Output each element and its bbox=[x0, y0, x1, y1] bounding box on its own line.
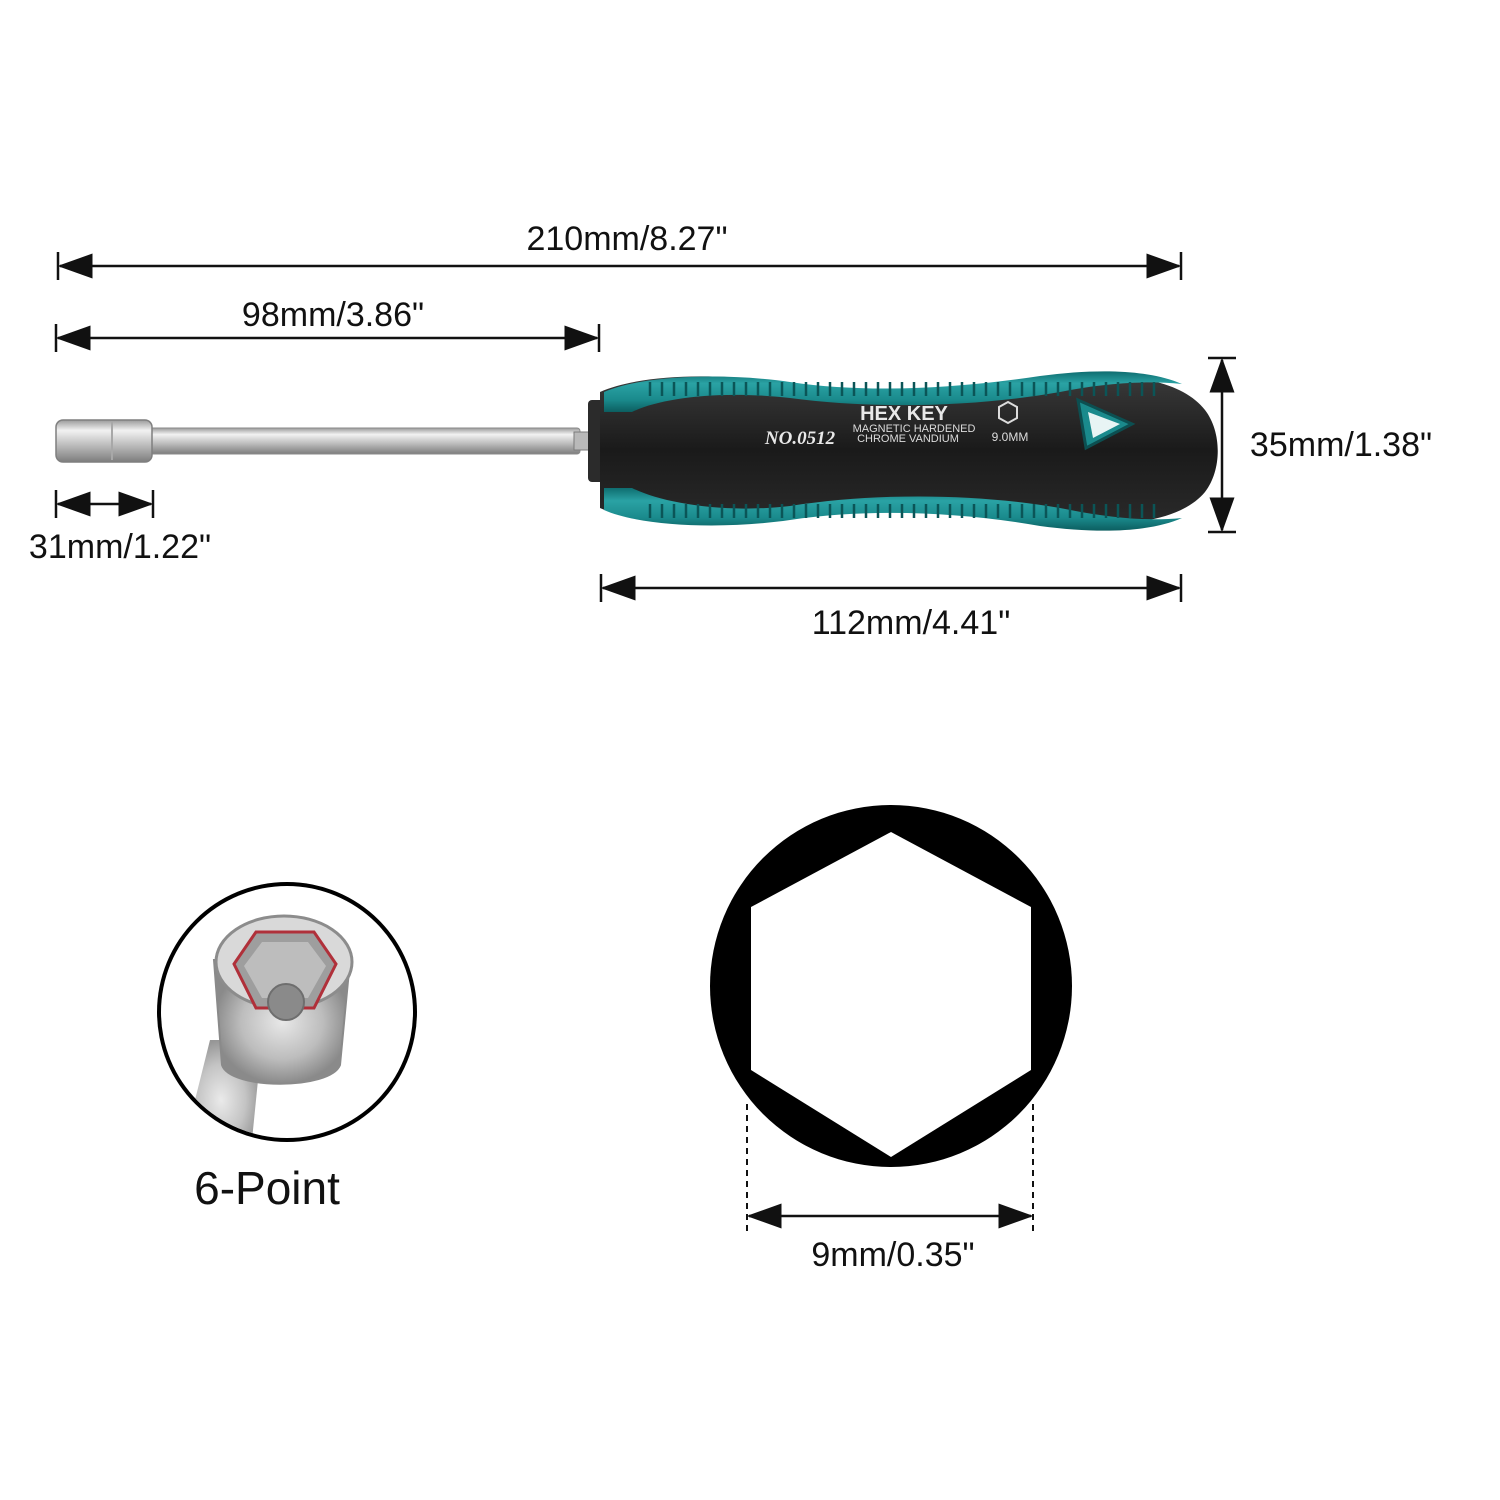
hex-print-icon bbox=[998, 400, 1018, 425]
handle-size: 9.0MM bbox=[992, 430, 1029, 444]
label-handle-diameter: 35mm/1.38" bbox=[1250, 426, 1432, 464]
tool-handle: HEX KEY NO.0512 MAGNETIC HARDENED CHROME… bbox=[600, 371, 1218, 531]
tool-metal-part bbox=[55, 400, 606, 482]
socket bbox=[55, 419, 153, 463]
label-socket-length: 31mm/1.22" bbox=[29, 528, 211, 566]
dim-handle-diameter: 35mm/1.38" bbox=[1208, 356, 1432, 534]
label-handle-length: 112mm/4.41" bbox=[812, 604, 1011, 642]
shaft bbox=[139, 427, 581, 455]
grip-top bbox=[604, 371, 1182, 412]
handle-title: HEX KEY bbox=[860, 403, 948, 425]
label-total-length: 210mm/8.27" bbox=[526, 220, 727, 258]
dim-shaft-length: 98mm/3.86" bbox=[54, 296, 601, 352]
dim-handle-length: 112mm/4.41" bbox=[599, 574, 1183, 642]
grip-bottom bbox=[604, 488, 1182, 531]
label-hex-size: 9mm/0.35" bbox=[811, 1236, 974, 1274]
handle-line2: CHROME VANDIUM bbox=[857, 433, 959, 445]
label-shaft-length: 98mm/3.86" bbox=[242, 296, 424, 334]
label-6-point: 6-Point bbox=[194, 1162, 340, 1214]
hex-shape bbox=[751, 832, 1031, 1157]
dim-socket-length: 31mm/1.22" bbox=[29, 490, 211, 566]
handle-line1: MAGNETIC HARDENED bbox=[853, 423, 976, 435]
hex-size-diagram: 9mm/0.35" bbox=[710, 805, 1072, 1274]
socket-detail-view: 6-Point bbox=[157, 882, 417, 1214]
handle-model: NO.0512 bbox=[764, 428, 836, 449]
dim-total-length: 210mm/8.27" bbox=[56, 220, 1183, 280]
